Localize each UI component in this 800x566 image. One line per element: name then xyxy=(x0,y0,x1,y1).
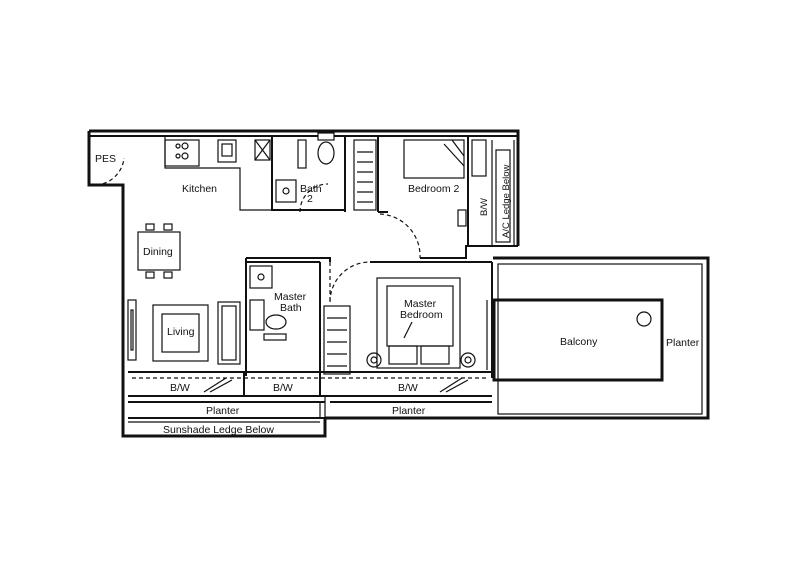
wardrobe-strip xyxy=(128,371,492,397)
master-bath-label: Master xyxy=(274,291,307,303)
bedroom-2-bw-label: B/W xyxy=(479,198,490,216)
pes-area xyxy=(89,157,125,186)
living-label: Living xyxy=(167,326,195,338)
master-wardrobe xyxy=(323,305,351,375)
balcony-label: Balcony xyxy=(560,336,598,348)
outer-walls xyxy=(87,129,710,438)
dining-set xyxy=(137,223,181,279)
dining-label: Dining xyxy=(143,246,173,258)
bedroom-2 xyxy=(377,136,493,259)
pes-label: PES xyxy=(95,153,116,165)
bw-middle-label: B/W xyxy=(273,382,293,394)
master-bath xyxy=(245,257,371,376)
room-labels: PES Kitchen Bath 2 Bedroom 2 A/C Ledge B… xyxy=(95,153,700,436)
balcony xyxy=(492,263,703,415)
planter-middle-label: Planter xyxy=(392,405,426,417)
planter-right-label: Planter xyxy=(666,337,700,349)
kitchen-counter xyxy=(164,136,272,211)
bedroom-2-label: Bedroom 2 xyxy=(408,183,460,195)
bath-2 xyxy=(271,132,346,213)
bw-master-label: B/W xyxy=(398,382,418,394)
bath-2-label: Bath xyxy=(300,183,322,195)
living-furniture xyxy=(127,299,241,365)
bath-2-number: 2 xyxy=(307,193,313,205)
planter-left-label: Planter xyxy=(206,405,240,417)
master-bedroom xyxy=(366,261,493,378)
kitchen-label: Kitchen xyxy=(182,183,217,195)
bw-living-label: B/W xyxy=(170,382,190,394)
ac-ledge xyxy=(491,140,515,246)
sunshade-label: Sunshade Ledge Below xyxy=(163,424,274,436)
bath2-wardrobe xyxy=(353,139,377,211)
ac-ledge-label: A/C Ledge Below xyxy=(501,164,512,238)
planter-strip xyxy=(128,396,492,423)
master-bedroom-label-2: Bedroom xyxy=(400,309,443,321)
master-bedroom-label: Master xyxy=(404,298,437,310)
master-bath-label-2: Bath xyxy=(280,302,302,314)
